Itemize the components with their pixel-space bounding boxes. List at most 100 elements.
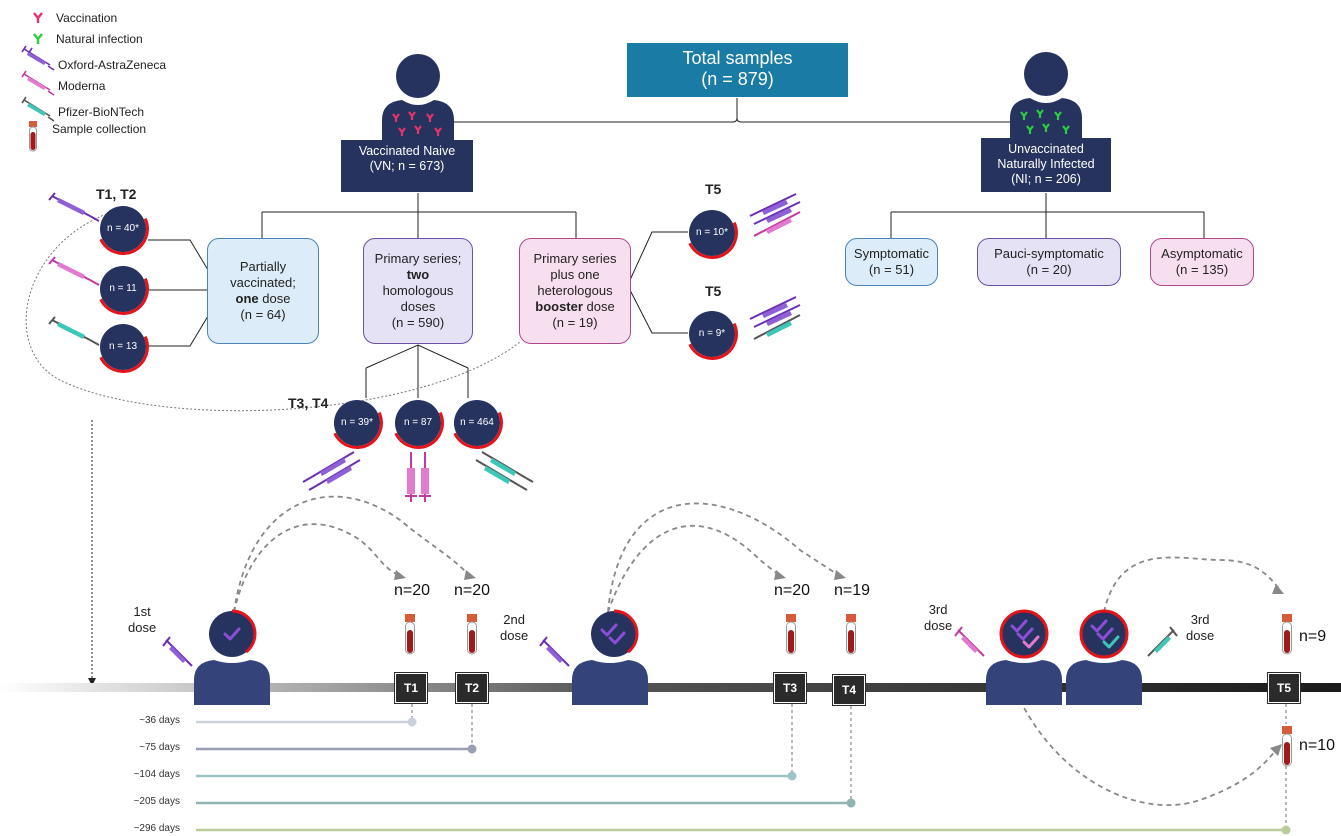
ni-count: (NI; n = 206) bbox=[1011, 172, 1081, 186]
n-t3: n=20 bbox=[774, 582, 811, 599]
asymptomatic-title: Asymptomatic bbox=[1161, 246, 1243, 261]
ni-title-2: Naturally Infected bbox=[997, 157, 1095, 171]
primary-bold: two bbox=[406, 267, 430, 282]
booster-line-3: heterologous bbox=[537, 283, 613, 298]
booster-box: Primary series plus one heterologous boo… bbox=[519, 238, 631, 344]
dose-label-3a: 3rd dose bbox=[924, 602, 952, 634]
partial-line-1: Partially bbox=[239, 259, 287, 274]
circle-booster-moderna: n = 10* bbox=[689, 210, 735, 256]
syringe-purple-icon bbox=[21, 45, 55, 71]
partially-vaccinated-box: Partially vaccinated; one dose (n = 64) bbox=[207, 238, 319, 344]
asymptomatic-count: (n = 135) bbox=[1175, 262, 1229, 277]
partial-count: (n = 64) bbox=[240, 307, 286, 322]
timepoint-t1: T1 bbox=[394, 672, 428, 704]
symptomatic-box: Symptomatic (n = 51) bbox=[845, 238, 938, 286]
syringes-teal-icon bbox=[475, 451, 534, 491]
dose3a-line-2: dose bbox=[924, 618, 953, 633]
primary-series-box: Primary series; two homologous doses (n … bbox=[363, 238, 473, 344]
partial-dose: dose bbox=[258, 291, 291, 306]
circle-moderna-primary: n = 87 bbox=[395, 400, 441, 446]
symptomatic-title: Symptomatic bbox=[853, 246, 930, 261]
dose1-line-2: dose bbox=[128, 620, 157, 635]
syringe-teal-icon bbox=[48, 316, 100, 346]
circle-moderna-partial: n = 11 bbox=[100, 266, 146, 312]
legend-sample: Sample collection bbox=[26, 120, 146, 154]
syringe-pink-icon bbox=[48, 256, 100, 286]
legend-vaccination: Vaccination bbox=[32, 11, 117, 25]
days-label-104: ~104 days bbox=[133, 769, 180, 780]
pauci-symptomatic-box: Pauci-symptomatic (n = 20) bbox=[977, 238, 1121, 286]
sample-tube-icon bbox=[29, 121, 37, 152]
booster-count: (n = 19) bbox=[552, 315, 598, 330]
dose3b-line-1: 3rd bbox=[1190, 612, 1210, 627]
dose-label-1: 1st dose bbox=[128, 604, 156, 636]
primary-count: (n = 590) bbox=[391, 315, 445, 330]
booster-bold: booster bbox=[535, 299, 583, 314]
asymptomatic-box: Asymptomatic (n = 135) bbox=[1150, 238, 1254, 286]
vn-count: (VN; n = 673) bbox=[369, 159, 445, 173]
symptomatic-count: (n = 51) bbox=[868, 262, 915, 277]
primary-line-4: doses bbox=[400, 299, 436, 314]
syringes-purple-icon bbox=[302, 451, 361, 491]
n-t4: n=19 bbox=[834, 582, 871, 599]
syringe-purple-icon bbox=[48, 192, 100, 222]
circle-pfizer-partial: n = 13 bbox=[100, 324, 146, 370]
label-t5-a: T5 bbox=[705, 181, 722, 197]
days-label-36: ~36 days bbox=[139, 715, 180, 726]
dose3b-line-2: dose bbox=[1186, 628, 1215, 643]
dose-label-2: 2nd dose bbox=[500, 612, 528, 644]
syringes-oxford-pfizer-icon bbox=[749, 296, 801, 340]
naturally-infected-box: Unvaccinated Naturally Infected (NI; n =… bbox=[981, 138, 1111, 192]
circle-oxford-partial: n = 40* bbox=[100, 206, 146, 252]
syringes-oxford-moderna-icon bbox=[749, 193, 801, 237]
primary-line-2: two bbox=[364, 267, 472, 283]
dose3a-line-1: 3rd bbox=[928, 602, 948, 617]
timepoint-t5: T5 bbox=[1267, 672, 1301, 704]
dose1-line-1: 1st bbox=[133, 604, 151, 619]
partial-line-3: one dose bbox=[208, 291, 318, 307]
ni-title-1: Unvaccinated bbox=[1008, 142, 1084, 156]
booster-dose: dose bbox=[582, 299, 615, 314]
booster-line-4: booster dose bbox=[520, 299, 630, 315]
partial-line-2: vaccinated; bbox=[230, 275, 296, 290]
primary-line-3: homologous bbox=[382, 283, 454, 298]
n-t2: n=20 bbox=[454, 582, 491, 599]
days-label-296: ~296 days bbox=[133, 823, 180, 834]
timepoint-t3: T3 bbox=[773, 672, 807, 704]
booster-line-2: plus one bbox=[550, 267, 600, 282]
label-t1-t2: T1, T2 bbox=[96, 186, 137, 202]
dose2-line-1: 2nd bbox=[503, 612, 525, 627]
timepoint-t4: T4 bbox=[832, 674, 866, 706]
label-t3-t4: T3, T4 bbox=[288, 395, 329, 411]
total-title: Total samples bbox=[682, 48, 793, 68]
vaccinated-person-icon bbox=[382, 54, 454, 144]
label-t5-b: T5 bbox=[705, 283, 722, 299]
n-t1: n=20 bbox=[394, 582, 431, 599]
antibody-green-icon bbox=[33, 33, 43, 44]
dose-label-3b: 3rd dose bbox=[1186, 612, 1214, 644]
total-count: (n = 879) bbox=[701, 69, 774, 89]
n-t5-a: n=9 bbox=[1299, 628, 1327, 645]
booster-line-1: Primary series bbox=[533, 251, 617, 266]
vaccinated-naive-box: Vaccinated Naive (VN; n = 673) bbox=[341, 140, 473, 192]
legend-pfizer: Pfizer-BioNTech bbox=[20, 96, 144, 122]
antibody-red-icon bbox=[33, 12, 43, 23]
pauci-title: Pauci-symptomatic bbox=[994, 246, 1104, 261]
legend-oxford: Oxford-AstraZeneca bbox=[20, 44, 166, 72]
partial-bold: one bbox=[235, 291, 259, 306]
timepoint-t2: T2 bbox=[455, 672, 489, 704]
syringes-pink-icon bbox=[405, 452, 431, 502]
syringe-teal-icon bbox=[21, 96, 55, 122]
total-samples-box: Total samples (n = 879) bbox=[627, 43, 848, 97]
vn-title: Vaccinated Naive bbox=[358, 144, 456, 158]
infected-person-icon bbox=[1010, 52, 1082, 142]
circle-oxford-primary: n = 39* bbox=[334, 400, 380, 446]
legend-natural-infection: Natural infection bbox=[32, 32, 143, 46]
legend-moderna: Moderna bbox=[20, 70, 105, 96]
syringe-pink-icon bbox=[21, 70, 55, 96]
dose2-line-2: dose bbox=[500, 628, 529, 643]
days-label-75: ~75 days bbox=[139, 742, 180, 753]
circle-pfizer-primary: n = 464 bbox=[454, 400, 500, 446]
